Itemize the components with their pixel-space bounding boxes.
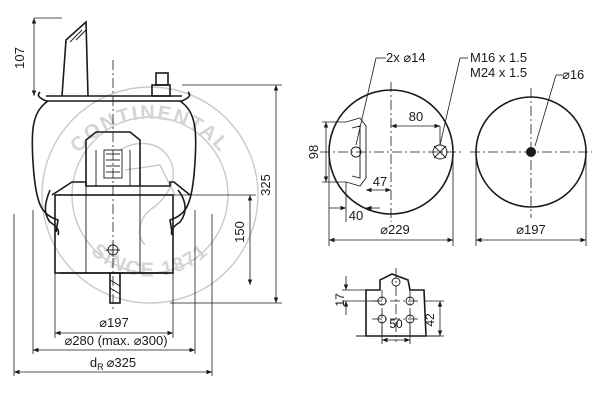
dim-bracket-height-label: 98 [306,145,321,159]
dim-dr-value: ⌀325 [107,355,137,370]
bracket-view: 17 50 42 [333,268,444,344]
dim-offset-47-label: 47 [373,174,387,189]
dim-dr-prefix: d [90,355,97,370]
dim-bottom-plate-dia-label: ⌀197 [516,222,546,237]
bottom-plate-view: ⌀16 ⌀197 [470,67,592,246]
dim-42-label: 42 [423,313,437,327]
dim-offset-80-label: 80 [409,109,423,124]
dim-bellow-dia-label: ⌀280 (max. ⌀300) [64,333,167,348]
dim-dr-label: dR⌀325 [90,355,136,372]
side-view: 107 325 150 ⌀197 ⌀280 (max. ⌀300) dR⌀325 [12,17,282,376]
dim-piston-height-label: 150 [232,221,247,243]
dim-50-label: 50 [389,317,403,331]
top-plate-view: 2x ⌀14 M16 x 1.5 M24 x 1.5 98 80 47 40 ⌀… [306,50,527,246]
label-thread-m24: M24 x 1.5 [470,65,527,80]
dim-top-plate-dia-label: ⌀229 [380,222,410,237]
dim-offset-40-label: 40 [349,208,363,223]
watermark-since-text: SINCE 1871 [87,240,213,282]
label-thread-m16: M16 x 1.5 [470,50,527,65]
dim-dr-subscript: R [97,362,104,372]
label-holes: 2x ⌀14 [386,50,426,65]
dim-piston-dia-label: ⌀197 [99,315,129,330]
watermark-brand-text: CONTINENTAL [66,102,234,157]
dim-total-height-label: 325 [258,174,273,196]
label-center-hole: ⌀16 [562,67,584,82]
center-hole-icon [526,147,536,157]
dim-top-height-label: 107 [12,47,27,69]
dim-17-label: 17 [333,293,347,307]
